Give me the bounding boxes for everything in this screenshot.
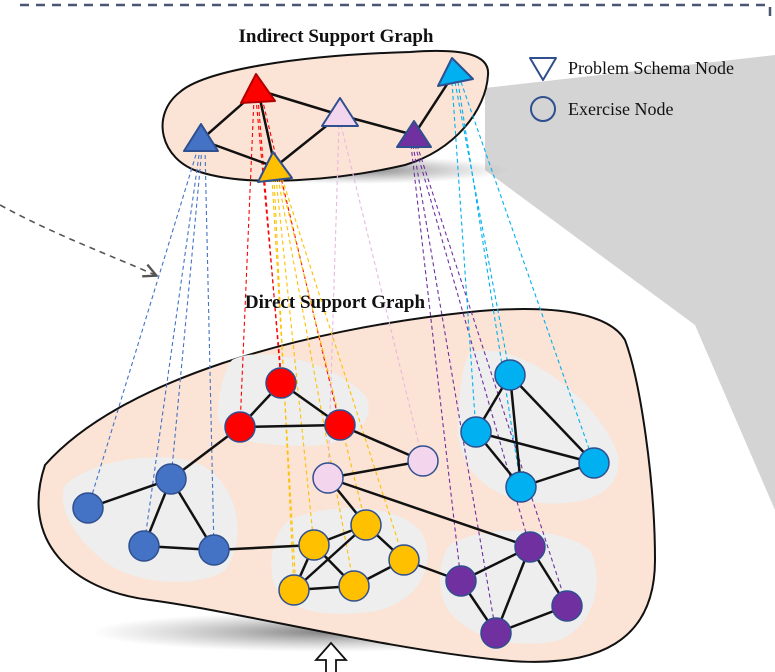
zoom-projection-wedge (485, 55, 775, 510)
schema-node-red (240, 73, 276, 104)
legend: Problem Schema Node Exercise Node (529, 57, 734, 122)
schema-node-cyan (437, 57, 474, 87)
schema-nodes (183, 57, 474, 183)
exercise-node-pink-2 (407, 445, 439, 477)
legend-circle-icon (530, 96, 556, 122)
blue-projections (87, 147, 215, 551)
indirect-graph-title: Indirect Support Graph (239, 26, 434, 47)
exercise-node-blue-3 (128, 530, 160, 562)
exercise-node-red-2 (224, 411, 256, 443)
exercise-node-yellow-1 (298, 529, 330, 561)
exercise-node-yellow-4 (278, 574, 310, 606)
exercise-node-blue-2 (72, 492, 104, 524)
exercise-node-purple-1 (514, 531, 546, 563)
cyan-projections (451, 81, 595, 488)
exercise-node-yellow-3 (388, 544, 420, 576)
exercise-node-red-1 (265, 367, 297, 399)
schema-node-yellow (257, 151, 293, 183)
blue-cluster (62, 457, 238, 582)
exercise-node-cyan-2 (460, 416, 492, 448)
exercise-node-purple-3 (551, 590, 583, 622)
exercise-node-purple-4 (480, 617, 512, 649)
projection-lines (87, 81, 595, 634)
exercise-node-cyan-1 (494, 359, 526, 391)
exercise-node-cyan-3 (578, 447, 610, 479)
legend-triangle-icon (529, 57, 557, 81)
cyan-cluster (457, 350, 619, 504)
exercise-nodes (72, 359, 610, 649)
exercise-node-purple-2 (445, 565, 477, 597)
exercise-node-red-3 (324, 409, 356, 441)
exercise-node-pink-1 (312, 462, 344, 494)
exercise-node-cyan-4 (505, 471, 537, 503)
exercise-node-yellow-2 (350, 509, 382, 541)
schema-node-blue (183, 123, 219, 152)
exercise-node-blue-1 (155, 463, 187, 495)
exercise-node-yellow-5 (338, 570, 370, 602)
direct-graph-title: Direct Support Graph (245, 292, 426, 313)
purple-projections (410, 144, 568, 634)
bottom-up-arrow (314, 641, 348, 672)
schema-node-purple (396, 120, 432, 148)
legend-exercise-label: Exercise Node (568, 99, 673, 119)
schema-node-pink (321, 97, 359, 127)
top-dashed-border (20, 3, 772, 22)
pointer-arrow (0, 204, 155, 275)
legend-schema-label: Problem Schema Node (568, 58, 734, 78)
exercise-node-blue-4 (198, 534, 230, 566)
